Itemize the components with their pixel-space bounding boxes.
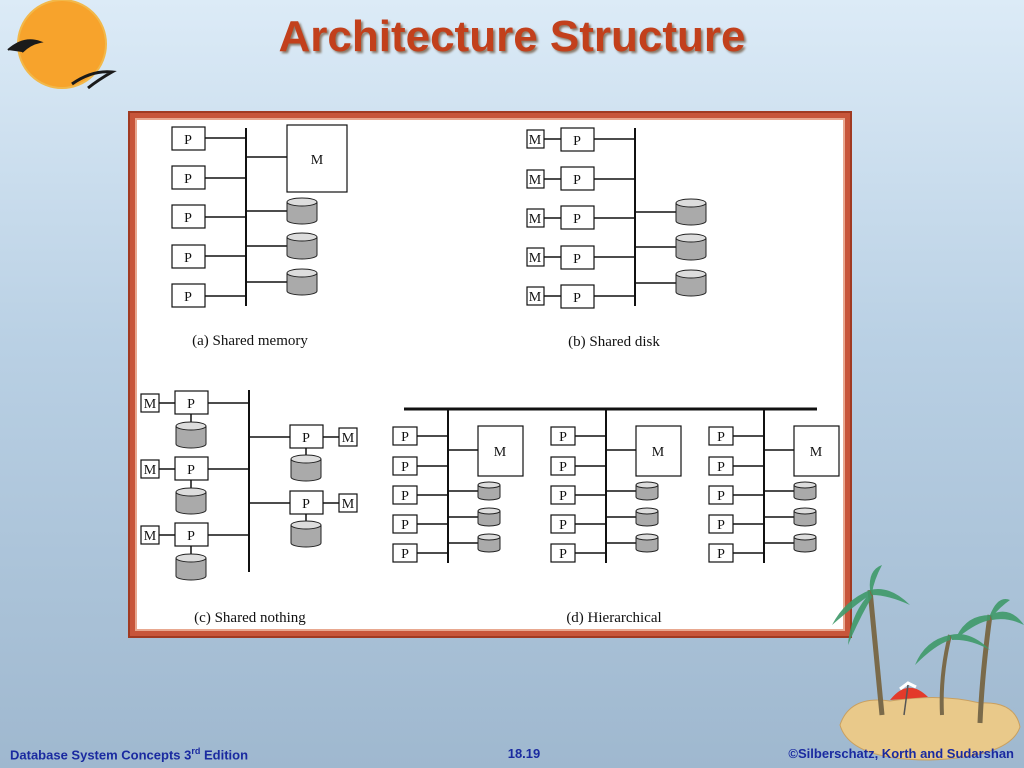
- processor-label: P: [401, 518, 409, 533]
- disk-icon: [675, 269, 707, 297]
- disk-icon: [635, 507, 659, 527]
- memory-label: M: [529, 173, 542, 188]
- disk-icon: [290, 520, 322, 548]
- memory-label: M: [529, 212, 542, 227]
- palm-island-icon: [832, 565, 1024, 761]
- disk-icon: [175, 421, 207, 449]
- sun-with-birds-icon: [7, 0, 117, 90]
- memory-label: M: [529, 133, 542, 148]
- processor-label: P: [717, 547, 725, 562]
- disk-icon: [793, 481, 817, 501]
- hierarchical-node: P P P P P M: [550, 409, 682, 563]
- processor-label: P: [401, 489, 409, 504]
- memory-label: M: [342, 431, 355, 446]
- processor-label: P: [401, 430, 409, 445]
- memory-label: M: [810, 445, 823, 460]
- processor-label: P: [717, 460, 725, 475]
- disk-icon: [175, 553, 207, 581]
- disk-icon: [477, 507, 501, 527]
- disk-icon: [635, 481, 659, 501]
- disk-icon: [290, 454, 322, 482]
- disk-icon: [286, 268, 318, 296]
- memory-label: M: [342, 497, 355, 512]
- disk-icon: [477, 481, 501, 501]
- processor-label: P: [573, 291, 581, 306]
- disk-icon: [175, 487, 207, 515]
- processor-label: P: [401, 460, 409, 475]
- processor-label: P: [184, 251, 192, 266]
- disk-icon: [286, 232, 318, 260]
- processor-label: P: [401, 547, 409, 562]
- processor-label: P: [573, 212, 581, 227]
- processor-label: P: [187, 463, 195, 478]
- disk-icon: [675, 198, 707, 226]
- processor-label: P: [187, 529, 195, 544]
- footer-copyright: ©Silberschatz, Korth and Sudarshan: [788, 746, 1014, 761]
- memory-label: M: [529, 251, 542, 266]
- memory-label: M: [144, 397, 157, 412]
- footer-book-prefix: Database System Concepts 3: [10, 747, 192, 763]
- processor-label: P: [184, 172, 192, 187]
- shared-disk-diagram: M M M M M P P P P P (b) Shared disk: [526, 127, 707, 350]
- memory-label: M: [529, 290, 542, 305]
- footer-book-suffix: Edition: [200, 747, 249, 763]
- slide-title: Architecture Structure: [278, 12, 746, 61]
- processor-label: P: [302, 497, 310, 512]
- disk-icon: [793, 533, 817, 553]
- processor-label: P: [184, 290, 192, 305]
- processor-label: P: [559, 547, 567, 562]
- footer-page-number: 18.19: [507, 746, 541, 761]
- processor-label: P: [184, 133, 192, 148]
- processor-label: P: [559, 518, 567, 533]
- hierarchical-diagram: P P P P P M: [392, 407, 840, 626]
- processor-label: P: [559, 430, 567, 445]
- memory-label: M: [144, 529, 157, 544]
- footer-book-sup: rd: [191, 746, 201, 756]
- hierarchical-node: P P P P P M: [708, 409, 840, 563]
- processor-label: P: [302, 431, 310, 446]
- disk-icon: [793, 507, 817, 527]
- disk-icon: [477, 533, 501, 553]
- caption-shared-disk: (b) Shared disk: [568, 334, 660, 350]
- processor-label: P: [559, 460, 567, 475]
- processor-label: P: [573, 252, 581, 267]
- caption-shared-memory: (a) Shared memory: [192, 333, 308, 349]
- processor-label: P: [559, 489, 567, 504]
- caption-shared-nothing: (c) Shared nothing: [194, 610, 306, 626]
- memory-label: M: [652, 445, 665, 460]
- processor-label: P: [717, 489, 725, 504]
- caption-hierarchical: (d) Hierarchical: [566, 610, 661, 626]
- disk-icon: [286, 197, 318, 225]
- processor-label: P: [184, 211, 192, 226]
- hierarchical-node: P P P P P M: [392, 409, 524, 563]
- disk-icon: [675, 233, 707, 261]
- memory-label: M: [494, 445, 507, 460]
- footer-book-title: Database System Concepts 3rd Edition: [10, 746, 248, 762]
- memory-label: M: [144, 463, 157, 478]
- processor-label: P: [573, 173, 581, 188]
- processor-label: P: [717, 430, 725, 445]
- processor-label: P: [573, 134, 581, 149]
- shared-nothing-diagram: M M M P P P P P M M (c) Shared nothing: [140, 390, 358, 626]
- memory-label: M: [311, 153, 324, 168]
- processor-label: P: [717, 518, 725, 533]
- processor-label: P: [187, 397, 195, 412]
- shared-memory-diagram: P P P P P M (a) Shared memory: [171, 124, 348, 349]
- disk-icon: [635, 533, 659, 553]
